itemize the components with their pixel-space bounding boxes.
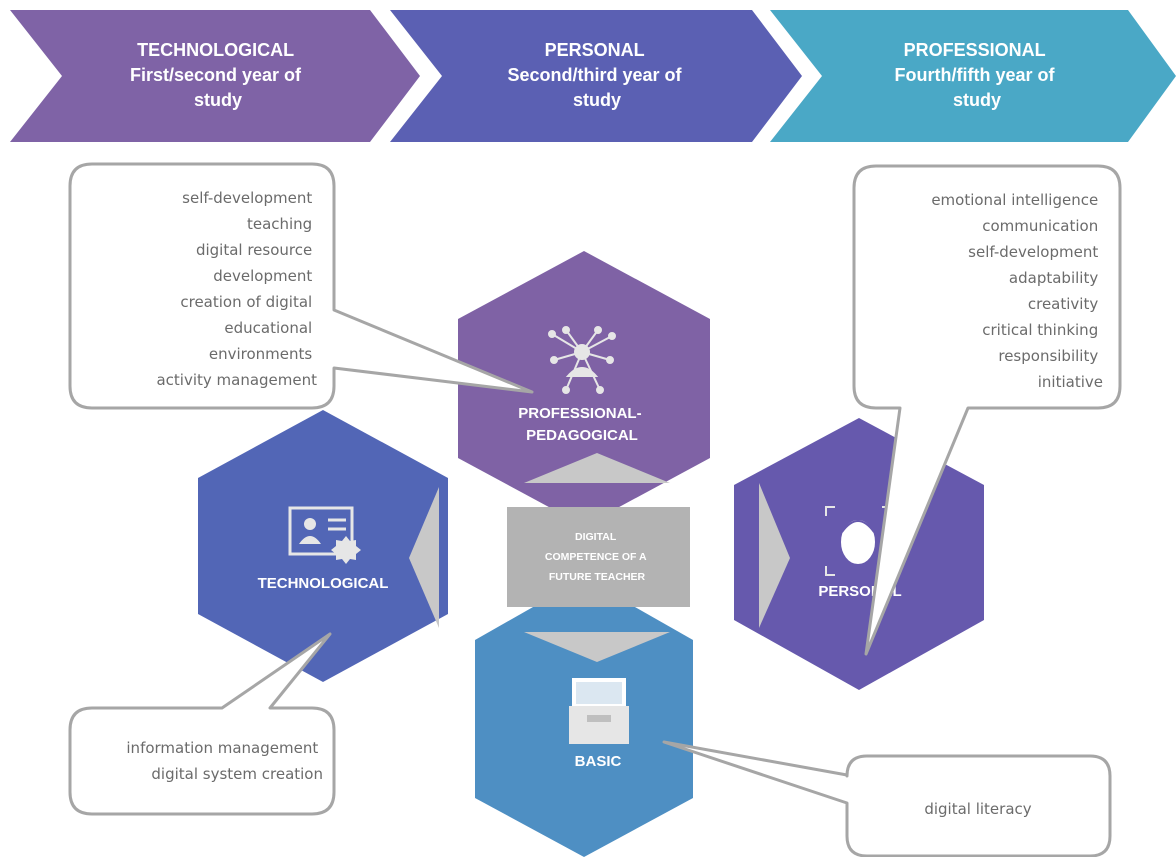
stage-chevron-professional (770, 10, 1176, 142)
stage-chevrons: TECHNOLOGICAL First/second year of study… (10, 10, 1176, 142)
center-title: DIGITAL COMPETENCE OF A FUTURE TEACHER (545, 531, 649, 583)
hex-basic-label: BASIC (575, 753, 622, 770)
callout-professional-pedagogical-text: self-development teaching digital resour… (156, 189, 317, 389)
hexagons (198, 251, 984, 857)
certificate-icon (288, 506, 361, 564)
callout-basic: digital literacy (662, 740, 1112, 857)
stage-chevron-personal (390, 10, 802, 142)
callout-technological-text: information management digital system cr… (126, 739, 323, 783)
hex-technological-label: TECHNOLOGICAL (258, 575, 389, 592)
network-person-icon (548, 326, 616, 394)
callout-personal-text: emotional intelligence communication sel… (931, 191, 1103, 391)
stage-chevron-technological (10, 10, 420, 142)
pointer-left-arrow (409, 487, 439, 628)
callout-technological: information management digital system cr… (68, 632, 336, 816)
hex-technological (198, 410, 448, 682)
pointer-right-arrow (759, 483, 790, 628)
face-scan-icon (825, 506, 892, 576)
pointer-up-arrow (524, 453, 670, 483)
callout-professional-pedagogical: self-development teaching digital resour… (68, 162, 534, 410)
hex-professional-pedagogical-label: PROFESSIONAL- PEDAGOGICAL (518, 405, 646, 444)
center-pointers (409, 453, 790, 662)
callout-personal: emotional intelligence communication sel… (852, 164, 1122, 656)
pointer-down-arrow (524, 632, 670, 662)
callout-basic-text: digital literacy (924, 800, 1031, 818)
stage-professional-title: PROFESSIONAL Fourth/fifth year of study (894, 40, 1059, 110)
hex-professional-pedagogical (458, 251, 710, 526)
file-drawer-icon (569, 678, 629, 744)
stage-personal-title: PERSONAL Second/third year of study (507, 40, 686, 110)
center-box (507, 507, 690, 607)
stage-technological-title: TECHNOLOGICAL First/second year of study (130, 40, 306, 110)
